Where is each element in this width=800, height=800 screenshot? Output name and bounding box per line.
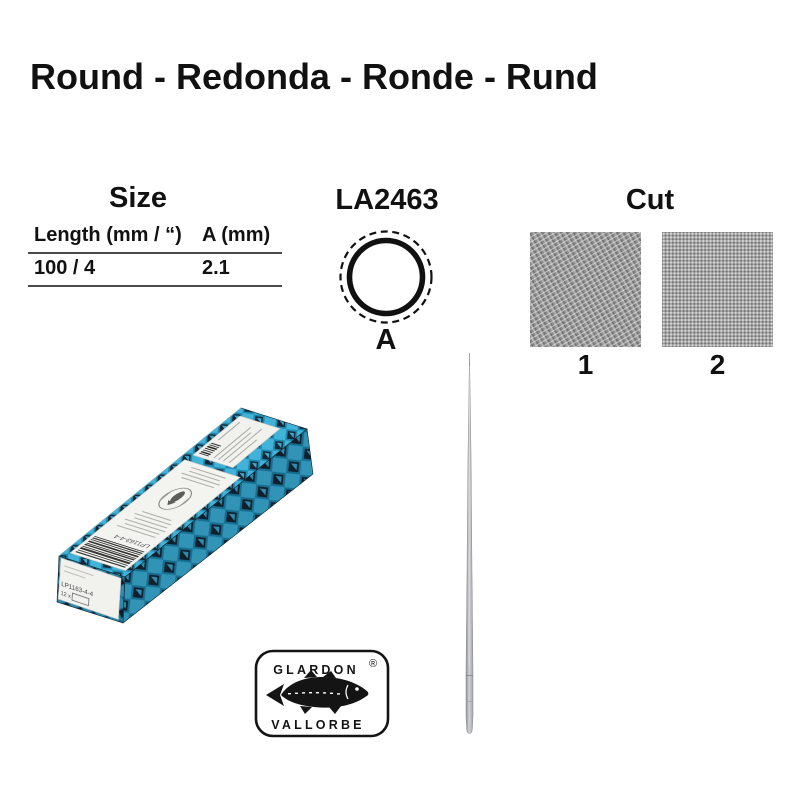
box-label-text-lines-2 bbox=[181, 466, 227, 489]
cut-sample-1 bbox=[530, 232, 641, 347]
size-value-length: 100 / 4 bbox=[34, 257, 96, 279]
box-label-logo bbox=[158, 487, 193, 510]
box-end-qty: 12 x bbox=[60, 591, 71, 600]
cut-sample-2 bbox=[662, 232, 773, 347]
page-title: Round - Redonda - Ronde - Rund bbox=[30, 56, 598, 97]
product-code: LA2463 bbox=[335, 184, 439, 216]
cut-label-2: 2 bbox=[709, 349, 726, 380]
size-table-header-row: Length (mm / “) A (mm) bbox=[28, 221, 282, 254]
size-col-a: A (mm) bbox=[202, 224, 271, 246]
dimension-label: A bbox=[375, 324, 397, 356]
box-small-label bbox=[192, 415, 281, 468]
box-small-label-lines bbox=[213, 421, 263, 464]
box-small-barcode bbox=[198, 442, 222, 457]
needle-file-image bbox=[465, 352, 474, 734]
box-end-label: LP1163-4-4 12 x bbox=[57, 557, 122, 620]
size-heading: Size bbox=[108, 182, 168, 214]
dashed-circle bbox=[339, 230, 433, 324]
size-value-a: 2.1 bbox=[202, 257, 230, 279]
cut-label-1: 1 bbox=[577, 349, 594, 380]
profile-diagram bbox=[339, 230, 433, 324]
size-table: Size Length (mm / “) A (mm) 100 / 4 2.1 bbox=[28, 182, 282, 287]
box-barcode bbox=[75, 536, 145, 568]
profile-circle bbox=[346, 237, 426, 317]
brand-logo: GLARDON ® VALLORBE bbox=[254, 649, 390, 738]
box-label-text-lines bbox=[116, 511, 172, 538]
product-box-photo: LP1163-4-4 bbox=[56, 407, 314, 624]
box-end-qty-box bbox=[71, 592, 90, 607]
registered-mark: ® bbox=[369, 658, 377, 670]
logo-brand-top: GLARDON bbox=[273, 663, 359, 677]
logo-brand-bottom: VALLORBE bbox=[271, 718, 364, 732]
size-col-length: Length (mm / “) bbox=[34, 224, 182, 246]
fish-icon bbox=[266, 670, 369, 714]
box-top-label: LP1163-4-4 bbox=[69, 459, 241, 571]
size-table-data-row: 100 / 4 2.1 bbox=[28, 254, 282, 287]
cut-heading: Cut bbox=[625, 184, 675, 216]
